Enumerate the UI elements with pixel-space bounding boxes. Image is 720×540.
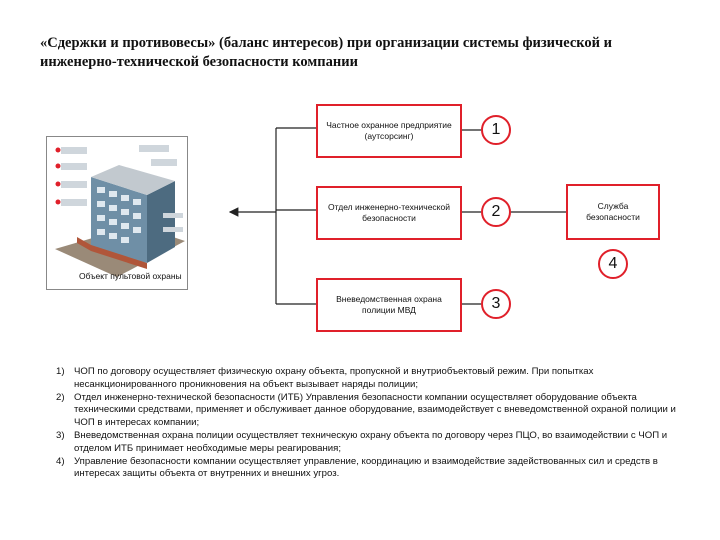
note-text: ЧОП по договору осуществляет физическую …: [74, 366, 594, 390]
building-illustration-icon: [55, 145, 185, 277]
note-text: Управление безопасности компании осущест…: [74, 455, 658, 480]
note-item: 4) Управление безопасности компании осуще…: [56, 456, 676, 482]
number-badge-3: 3: [481, 289, 511, 319]
box-private-security: Частное охранное предприятие (аутсорсинг…: [316, 104, 462, 158]
box-engineering-security: Отдел инженерно-технической безопасности: [316, 186, 462, 240]
box-private-security-label: Частное охранное предприятие (аутсорсинг…: [326, 120, 452, 141]
note-item: 1) ЧОП по договору осуществляет физическу…: [56, 366, 676, 392]
note-number: 2): [56, 391, 65, 403]
number-badge-1: 1: [481, 115, 511, 145]
note-item: 2) Отдел инженерно-технической безопаснос…: [56, 392, 676, 430]
note-item: 3) Вневедомственная охрана полиции осущес…: [56, 430, 676, 456]
note-number: 3): [56, 429, 65, 441]
box-police-security-label: Вневедомственная охрана полиции МВД: [336, 294, 442, 315]
number-badge-2: 2: [481, 197, 511, 227]
box-police-security: Вневедомственная охрана полиции МВД: [316, 278, 462, 332]
notes-list: 1) ЧОП по договору осуществляет физическу…: [56, 366, 676, 481]
note-text: Вневедомственная охрана полиции осуществ…: [74, 429, 668, 454]
building-caption: Объект пультовой охраны: [79, 271, 182, 281]
box-engineering-security-label: Отдел инженерно-технической безопасности: [328, 202, 450, 223]
box-security-service: Служба безопасности: [566, 184, 660, 240]
building-illustration: [46, 136, 188, 290]
note-number: 1): [56, 366, 65, 377]
page-title: «Сдержки и противовесы» (баланс интересо…: [40, 35, 613, 70]
box-security-service-label: Служба безопасности: [586, 201, 640, 222]
note-text: Отдел инженерно-технической безопасности…: [74, 391, 676, 429]
number-badge-4: 4: [598, 249, 628, 279]
note-number: 4): [56, 455, 65, 467]
